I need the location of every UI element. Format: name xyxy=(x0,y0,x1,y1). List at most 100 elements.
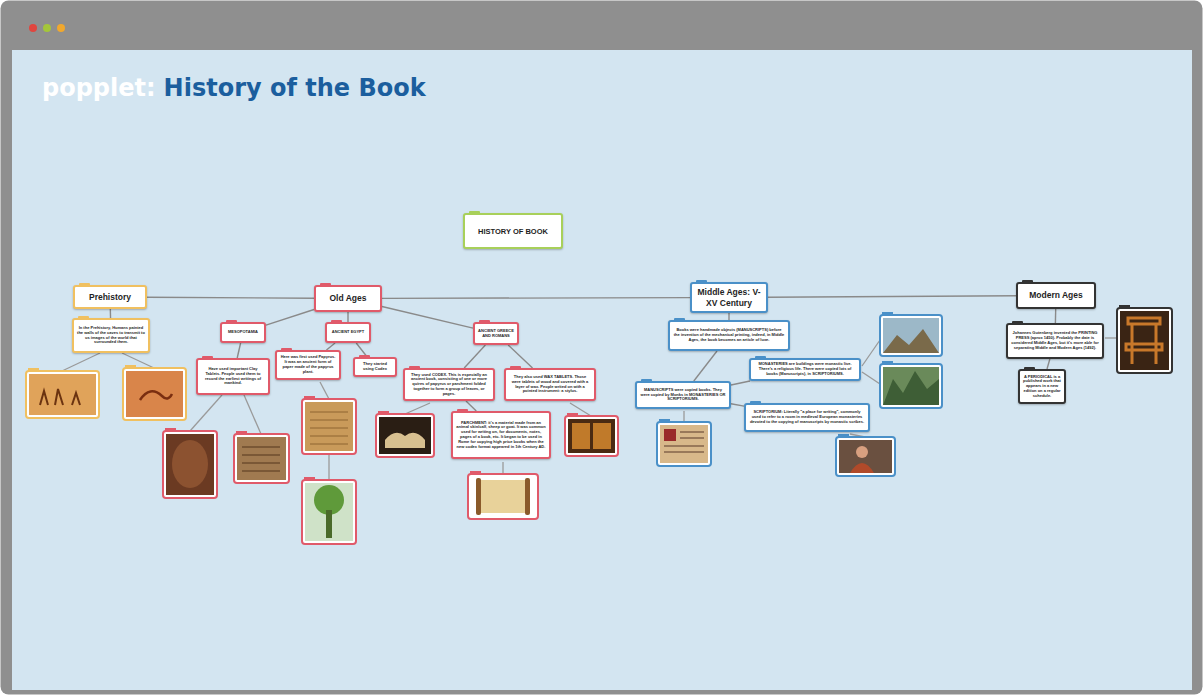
wax-tablet-image xyxy=(565,413,618,456)
text-stack: ANCIENT EGYPT xyxy=(332,330,364,335)
popplet-text: They also used WAX TABLETS. Those were t… xyxy=(509,375,591,394)
era-popplet: Modern Ages xyxy=(1016,282,1096,309)
text-stack: Middle Ages: V-XV Century xyxy=(695,287,763,307)
popplet-tab xyxy=(1022,280,1033,283)
text-stack: Books were handmade objects (MANUSCRIPTS… xyxy=(673,328,785,342)
popplet-tab xyxy=(641,379,652,382)
note-popplet: MESOPOTAMIA xyxy=(220,322,266,343)
popplet-connector xyxy=(729,313,730,320)
popplet-tab xyxy=(320,283,331,286)
popplet-connector xyxy=(326,343,335,350)
text-stack: ANCIENT GREECE AND ROMANS xyxy=(478,329,514,339)
text-stack: In the Prehistory, Humans painted the wa… xyxy=(77,326,145,345)
popplet-tab xyxy=(79,283,90,286)
popplet-text: ANCIENT EGYPT xyxy=(332,330,364,335)
root-popplet: HISTORY OF BOOK xyxy=(463,213,563,249)
era-popplet: Prehistory xyxy=(73,285,147,309)
monastery-image xyxy=(880,312,942,356)
note-popplet: ANCIENT EGYPT xyxy=(325,322,371,343)
popplet-heading: HISTORY OF BOOK xyxy=(478,227,548,236)
window-dot xyxy=(57,24,65,32)
popplet-connector xyxy=(1055,309,1056,323)
popplet-tab xyxy=(1012,321,1023,324)
popplet-text: SCRIPTORIUM: Literally "a place for writ… xyxy=(749,410,865,424)
board-title: History of the Book xyxy=(164,74,426,102)
popplet-connector xyxy=(382,307,473,329)
window-dot xyxy=(29,24,37,32)
popplet-tab xyxy=(510,366,521,369)
printing-press-image xyxy=(1117,305,1172,373)
text-stack: Prehistory xyxy=(89,292,131,302)
popplet-heading: Modern Ages xyxy=(1029,290,1083,300)
text-stack: They used CODEX. This is especially an a… xyxy=(408,373,490,397)
note-popplet: They started using Codex xyxy=(353,357,397,377)
popplet-tab xyxy=(750,401,761,404)
popplet-text: They used CODEX. This is especially an a… xyxy=(408,373,490,397)
popplet-connector xyxy=(1047,359,1050,369)
text-stack: Modern Ages xyxy=(1029,290,1083,300)
popplet-connector xyxy=(110,309,111,318)
cave-painting-image xyxy=(123,365,186,420)
note-popplet: A PERIODICAL is a published work that ap… xyxy=(1018,369,1066,404)
image-popplets xyxy=(26,305,1172,544)
manuscript-image xyxy=(657,419,711,466)
text-stack: MESOPOTAMIA xyxy=(228,330,258,335)
popplet-heading: Prehistory xyxy=(89,292,131,302)
text-stack: Here was first used Papyrus. It was an a… xyxy=(280,355,336,374)
note-popplet: PARCHMENT: it's a material made from an … xyxy=(451,411,551,459)
note-popplet: Have used important Clay Tablets. People… xyxy=(196,358,270,395)
papyrus-plant-image xyxy=(302,477,356,544)
popplet-text: PARCHMENT: it's a material made from an … xyxy=(456,421,546,450)
popplet-connector xyxy=(147,297,314,298)
era-popplet: Old Ages xyxy=(314,285,382,312)
text-stack: They started using Codex xyxy=(358,362,392,372)
popplet-text: A PERIODICAL is a published work that ap… xyxy=(1023,375,1061,399)
popplet-tab xyxy=(202,356,213,359)
note-popplet: They also used WAX TABLETS. Those were t… xyxy=(504,368,596,401)
text-stack: They also used WAX TABLETS. Those were t… xyxy=(509,375,591,394)
popplet-heading: Old Ages xyxy=(330,293,367,303)
note-popplet: SCRIPTORIUM: Literally "a place for writ… xyxy=(744,403,870,432)
codex-image xyxy=(376,411,434,457)
popplet-text: In the Prehistory, Humans painted the wa… xyxy=(77,326,145,345)
popplet-connector xyxy=(731,381,750,385)
clay-tablet-image xyxy=(163,428,217,498)
popplet-tab xyxy=(696,280,707,283)
popplet-tab xyxy=(457,409,468,412)
popplet-connector xyxy=(768,296,1016,298)
parchment-scroll-image xyxy=(468,471,538,519)
popplet-tab xyxy=(409,366,420,369)
note-popplet: Here was first used Papyrus. It was an a… xyxy=(275,350,341,380)
popplet-connector xyxy=(237,343,240,358)
text-stack: MANUSCRIPTS were copied books. They were… xyxy=(640,388,726,402)
era-popplet: Middle Ages: V-XV Century xyxy=(690,282,768,313)
scriptorium-image xyxy=(836,434,895,476)
popplet-connector xyxy=(464,345,485,368)
popplet-tab xyxy=(331,320,342,323)
popplet-tab xyxy=(755,356,766,359)
cave-painting-image xyxy=(26,368,99,418)
text-stack: MONASTERIES are buildings were monastic … xyxy=(754,362,856,376)
text-stack: Johannes Gutenberg invented the PRINTING… xyxy=(1011,331,1099,350)
popplet-tab xyxy=(281,348,292,351)
monastery-image xyxy=(880,361,942,408)
popplet-text: Have used important Clay Tablets. People… xyxy=(201,367,265,386)
text-stack: Old Ages xyxy=(330,293,367,303)
note-popplet: MONASTERIES are buildings were monastic … xyxy=(749,358,861,381)
popplet-text: MANUSCRIPTS were copied books. They were… xyxy=(640,388,726,402)
image-links xyxy=(62,338,1117,480)
text-stack: PARCHMENT: it's a material made from an … xyxy=(456,421,546,450)
popplet-text: Here was first used Papyrus. It was an a… xyxy=(280,355,336,374)
window-dot xyxy=(43,24,51,32)
papyrus-image xyxy=(302,396,356,454)
popplet-text: Johannes Gutenberg invented the PRINTING… xyxy=(1011,331,1099,350)
popplet-text: MESOPOTAMIA xyxy=(228,330,258,335)
popplet-connector xyxy=(382,297,690,299)
note-popplet: MANUSCRIPTS were copied books. They were… xyxy=(635,381,731,409)
popplet-tab xyxy=(479,320,490,323)
popplet-text: They started using Codex xyxy=(358,362,392,372)
popplet-text: MONASTERIES are buildings were monastic … xyxy=(754,362,856,376)
popplet-tab xyxy=(226,320,237,323)
text-stack: HISTORY OF BOOK xyxy=(478,227,548,236)
